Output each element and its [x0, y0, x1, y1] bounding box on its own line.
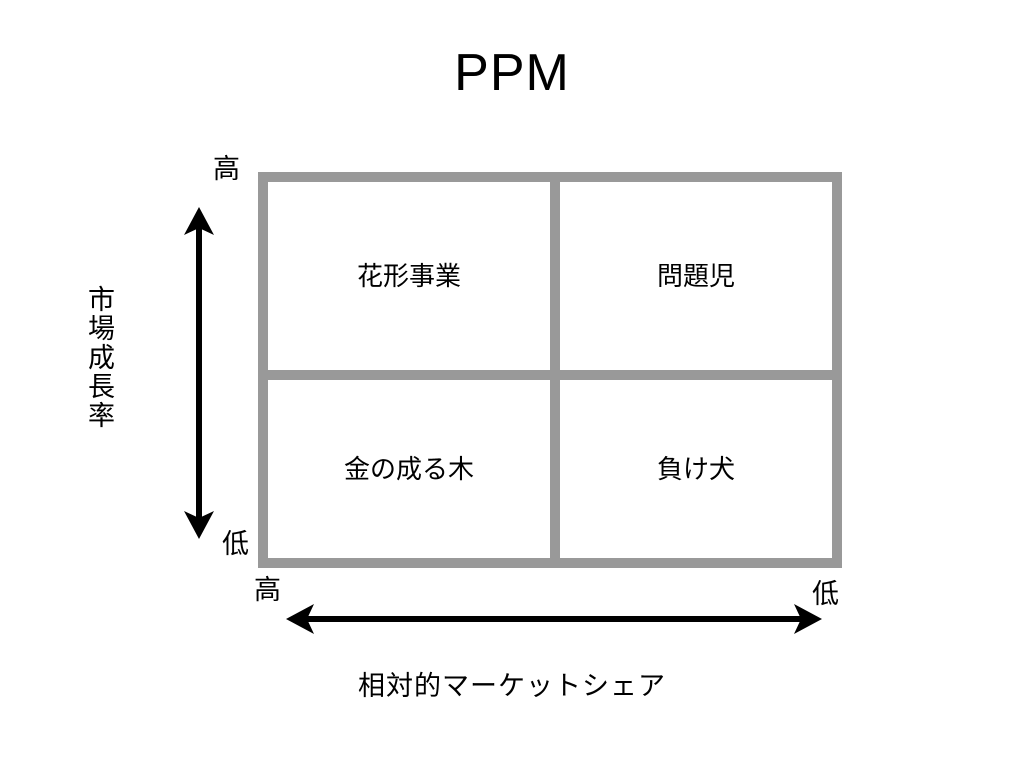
quadrant-question-mark-label: 問題児	[656, 261, 735, 291]
quadrant-cash-cow-label: 金の成る木	[343, 454, 474, 484]
quadrant-cash-cow[interactable]: 金の成る木	[268, 380, 550, 558]
y-axis-double-arrow-icon	[176, 205, 222, 541]
matrix-horizontal-divider	[268, 370, 832, 380]
y-axis-high-label: 高	[213, 154, 240, 184]
page-title: PPM	[454, 44, 570, 102]
x-axis-title: 相対的マーケットシェア	[358, 671, 666, 701]
y-axis-low-label: 低	[222, 529, 249, 559]
quadrant-star-label: 花形事業	[356, 261, 461, 291]
x-axis-double-arrow-icon	[284, 600, 824, 638]
y-axis-title: 市場成長率	[84, 285, 114, 430]
x-axis-left-label: 高	[254, 575, 281, 605]
ppm-matrix: 花形事業 問題児 金の成る木 負け犬	[258, 172, 842, 568]
quadrant-star[interactable]: 花形事業	[268, 182, 550, 370]
quadrant-dog-label: 負け犬	[656, 454, 735, 484]
quadrant-dog[interactable]: 負け犬	[560, 380, 832, 558]
quadrant-question-mark[interactable]: 問題児	[560, 182, 832, 370]
x-axis-right-label: 低	[812, 579, 839, 609]
